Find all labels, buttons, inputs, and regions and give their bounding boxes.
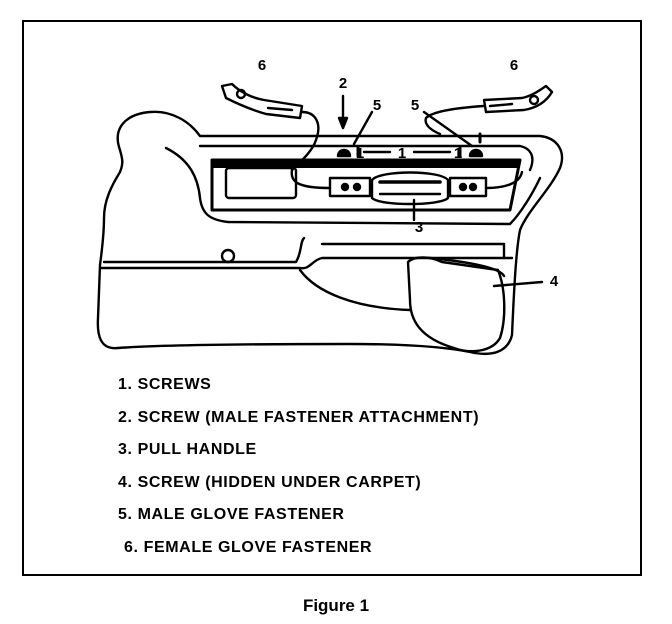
callout-3: 3 bbox=[415, 219, 423, 236]
map-pocket-curve bbox=[298, 268, 412, 312]
screw-plate-right bbox=[448, 176, 488, 198]
cable-left bbox=[290, 168, 332, 190]
screw-1-right-b bbox=[468, 182, 478, 192]
callout-2: 2 bbox=[339, 75, 347, 92]
panel-ridge-line bbox=[198, 144, 534, 172]
pull-handle bbox=[370, 171, 450, 206]
callout-5-left: 5 bbox=[373, 97, 381, 114]
callout-1-left: 1 bbox=[356, 145, 364, 162]
door-panel-outline bbox=[96, 110, 564, 356]
legend-list: 1. SCREWS 2. SCREW (MALE FASTENER ATTACH… bbox=[118, 374, 479, 570]
leader-5-left bbox=[352, 110, 374, 146]
armrest-top-band bbox=[212, 160, 520, 168]
female-fastener-right-slot bbox=[488, 102, 514, 108]
figure-caption: Figure 1 bbox=[302, 596, 370, 615]
cable-right bbox=[484, 170, 524, 190]
screw-1-right bbox=[458, 182, 468, 192]
carpet-flap bbox=[406, 256, 506, 353]
male-fastener-left bbox=[336, 148, 352, 158]
female-fastener-right bbox=[482, 84, 554, 114]
legend-item-hidden-screw: 4. SCREW (HIDDEN UNDER CARPET) bbox=[118, 473, 422, 491]
legend-item-female-glove-fastener: 6. FEMALE GLOVE FASTENER bbox=[124, 538, 373, 556]
leader-5-right bbox=[422, 110, 474, 148]
legend-item-screws: 1. SCREWS bbox=[118, 376, 212, 393]
female-fastener-left-hole bbox=[235, 88, 247, 100]
leader-4 bbox=[492, 280, 544, 288]
legend-item-male-glove-fastener: 5. MALE GLOVE FASTENER bbox=[118, 506, 345, 524]
figure-frame bbox=[22, 20, 642, 576]
screw-1-left bbox=[340, 182, 350, 192]
callout-4: 4 bbox=[550, 273, 559, 290]
screw-1-left-b bbox=[352, 182, 362, 192]
carpet-flap-fold bbox=[428, 256, 506, 278]
armrest-left-recess bbox=[224, 166, 298, 200]
lock-knob-hole bbox=[220, 248, 236, 264]
female-fastener-right-tail bbox=[424, 104, 486, 136]
female-fastener-right-hole bbox=[528, 94, 540, 106]
screw-plate-left bbox=[328, 176, 372, 198]
map-pocket-top-edge bbox=[98, 256, 514, 270]
map-pocket-opening bbox=[320, 242, 506, 260]
female-fastener-left bbox=[220, 82, 304, 120]
arrow-2 bbox=[337, 116, 349, 130]
callout-6-left: 6 bbox=[258, 57, 266, 74]
callout-1-right: 1 bbox=[454, 145, 462, 162]
upper-panel-contour bbox=[164, 146, 542, 226]
legend-item-pull-handle: 3. PULL HANDLE bbox=[118, 441, 257, 459]
callout-6-right: 6 bbox=[510, 57, 518, 74]
legend-item-male-fastener-screw: 2. SCREW (MALE FASTENER ATTACHMENT) bbox=[118, 408, 480, 426]
callout-5-right: 5 bbox=[411, 97, 419, 114]
female-fastener-left-tail bbox=[290, 110, 320, 172]
male-fastener-right bbox=[468, 148, 484, 158]
female-fastener-left-slot bbox=[266, 106, 294, 112]
map-pocket-inner-line bbox=[102, 236, 306, 264]
callout-1-center: 1 bbox=[398, 145, 406, 162]
